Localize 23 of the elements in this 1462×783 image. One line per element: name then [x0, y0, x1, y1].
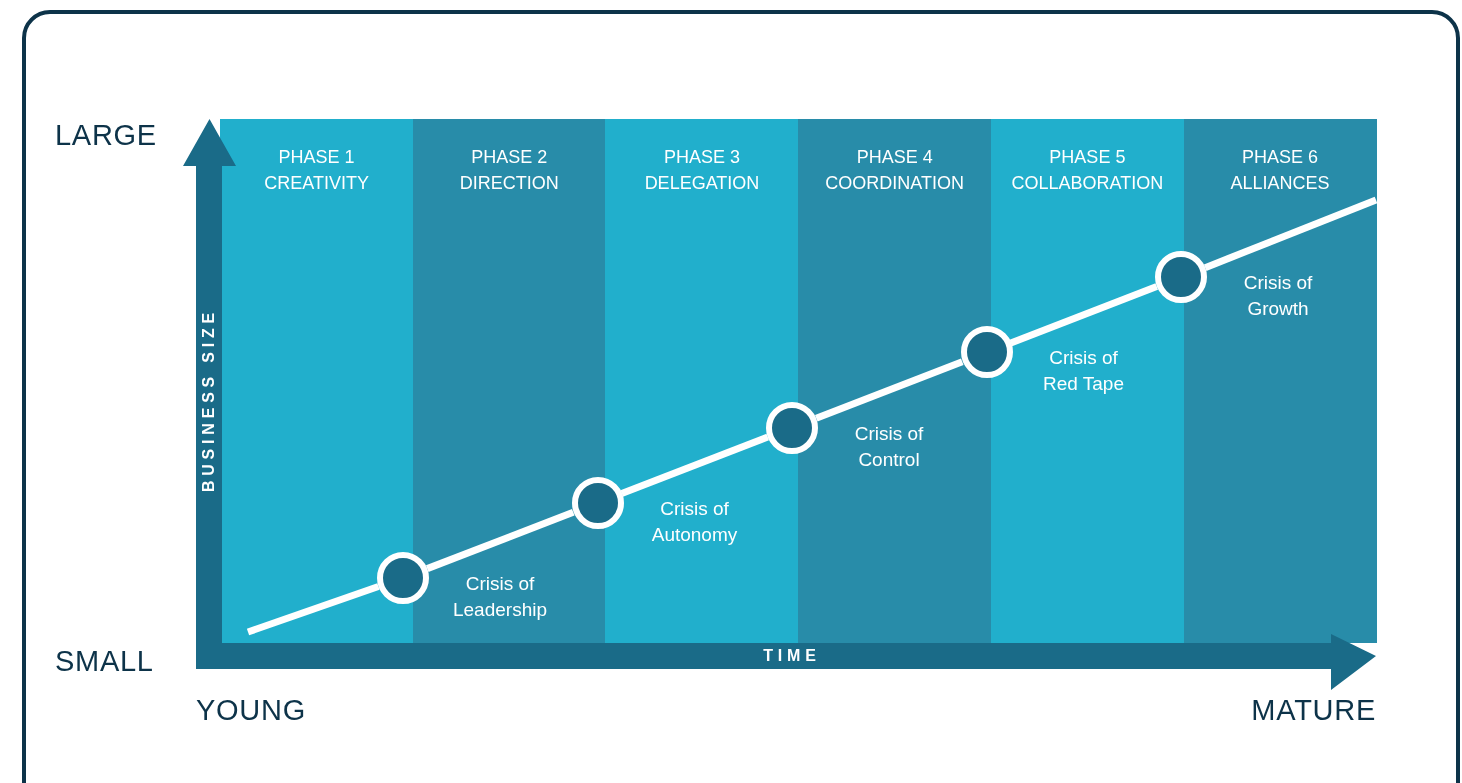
axis-title: TIME [763, 646, 821, 666]
crisis-label: Crisis of Red Tape [1042, 346, 1125, 397]
crisis-label: Crisis of Autonomy [650, 496, 739, 547]
axis-end-label: MATURE [1251, 693, 1376, 728]
phase-title: ALLIANCES [1230, 172, 1330, 195]
phase-title: PHASE 1 [278, 146, 355, 169]
phase-title: PHASE 4 [856, 146, 933, 169]
crisis-label: Crisis of Control [853, 421, 925, 472]
phase-title: PHASE 2 [471, 146, 548, 169]
phase-title: CREATIVITY [264, 172, 369, 195]
axis-title: BUSINESS SIZE [199, 307, 218, 493]
phase-title: COLLABORATION [1011, 172, 1164, 195]
phase-title: PHASE 5 [1049, 146, 1126, 169]
axis-end-label: YOUNG [196, 693, 306, 728]
crisis-label: Crisis of Growth [1242, 271, 1314, 322]
phase-title: PHASE 3 [663, 146, 740, 169]
axis-end-label: SMALL [55, 644, 154, 679]
crisis-label: Crisis of Leadership [452, 572, 548, 622]
phase-title: COORDINATION [825, 172, 964, 195]
phase-title: PHASE 6 [1242, 146, 1319, 169]
phase-title: DELEGATION [644, 172, 760, 195]
phase-title: DIRECTION [459, 172, 559, 195]
axis-end-label: LARGE [55, 118, 157, 153]
